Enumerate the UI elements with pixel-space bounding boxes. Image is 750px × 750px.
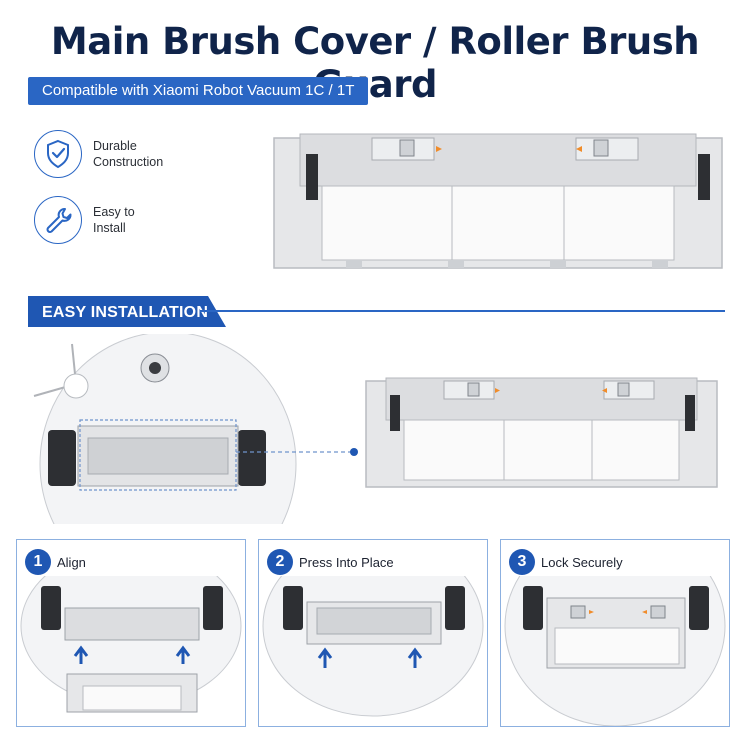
step-3-image bbox=[504, 576, 726, 726]
feature-install-badge bbox=[34, 196, 82, 244]
feature-durable-line2: Construction bbox=[93, 155, 164, 169]
robot-underside-image bbox=[33, 334, 297, 524]
brush-guard-product-image bbox=[273, 133, 723, 269]
feature-install-line1: Easy to bbox=[93, 205, 135, 219]
feature-install-text: Easy to Install bbox=[93, 204, 135, 236]
step-3-label: Lock Securely bbox=[541, 555, 623, 570]
feature-durable-line1: Durable bbox=[93, 139, 137, 153]
step-2-panel: 2 Press Into Place bbox=[258, 539, 488, 727]
step-1-label: Align bbox=[57, 555, 86, 570]
section-divider bbox=[200, 310, 725, 312]
wrench-icon bbox=[46, 208, 72, 233]
callout-connector bbox=[236, 448, 358, 456]
compatibility-badge: Compatible with Xiaomi Robot Vacuum 1C /… bbox=[28, 77, 369, 105]
section-header-bar bbox=[28, 296, 226, 327]
section-title: EASY INSTALLATION bbox=[42, 304, 209, 321]
step-2-image bbox=[262, 576, 484, 717]
feature-durable-badge bbox=[34, 130, 82, 178]
step-3-number: 3 bbox=[509, 549, 535, 575]
page-title: Main Brush Cover / Roller Brush Guard bbox=[50, 20, 700, 106]
step-1-panel: 1 Align bbox=[16, 539, 246, 727]
step-1-image bbox=[20, 576, 242, 713]
step-3-panel: 3 Lock Securely bbox=[500, 539, 730, 727]
feature-install-line2: Install bbox=[93, 221, 126, 235]
step-1-number: 1 bbox=[25, 549, 51, 575]
step-2-number: 2 bbox=[267, 549, 293, 575]
feature-durable-text: Durable Construction bbox=[93, 138, 163, 170]
shield-check-icon bbox=[47, 139, 69, 169]
step-2-label: Press Into Place bbox=[299, 555, 394, 570]
brush-guard-detail-image bbox=[365, 377, 718, 488]
